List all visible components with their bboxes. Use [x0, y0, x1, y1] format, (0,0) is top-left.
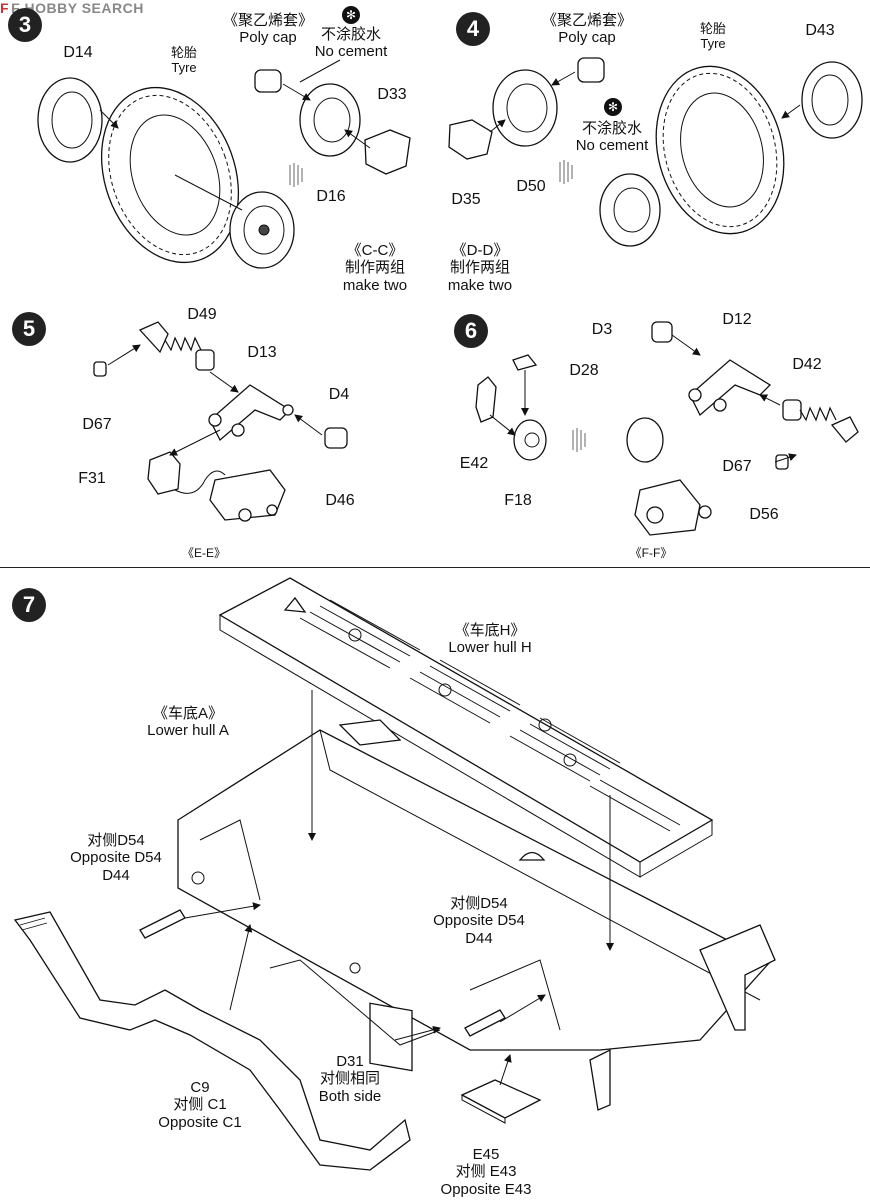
step3-make-cn: 制作两组 [344, 259, 406, 277]
poly-cap-label: 《聚乙烯套》 Poly cap [223, 12, 313, 47]
left-d54-label-en: Opposite D54 [70, 849, 162, 867]
step6-drawing [475, 321, 859, 536]
step3-ref: 《C-C》 制作两组 make two [343, 242, 407, 294]
tyre-label-en: Tyre [171, 59, 197, 75]
tyre-label-4-en: Tyre [700, 35, 726, 51]
step-7-number: 7 [12, 588, 46, 622]
part-label-d67: D67 [82, 416, 112, 433]
part-label-e42: E42 [459, 455, 489, 472]
step3-ref-code: 《C-C》 [346, 242, 404, 259]
part-label-d35: D35 [451, 191, 481, 208]
poly-cap-label-4: 《聚乙烯套》 Poly cap [542, 12, 632, 47]
lower-hull-a-label-en: Lower hull A [147, 722, 229, 740]
c9-part: C9 [190, 1079, 210, 1096]
left-d44-part: D44 [102, 866, 130, 884]
tyre-label-4-cn: 轮胎 [699, 21, 727, 36]
part-label-d49: D49 [187, 306, 217, 323]
step4-ref-code: 《D-D》 [451, 242, 509, 259]
part-label-f31: F31 [78, 470, 106, 487]
step-4-number: 4 [456, 12, 490, 46]
no-cement-label-4-en: No cement [575, 137, 649, 155]
e45-part: E45 [472, 1146, 500, 1163]
step4-drawing [448, 57, 863, 247]
part-label-d67-6: D67 [722, 458, 752, 475]
part-label-d12: D12 [722, 311, 752, 328]
tyre-label: 轮胎 Tyre [170, 45, 198, 76]
c1-label-cn: 对侧 C1 [173, 1096, 227, 1114]
poly-cap-label-cn: 《聚乙烯套》 [222, 12, 314, 29]
part-label-d42: D42 [792, 356, 822, 373]
no-cement-label-cn: 不涂胶水 [320, 26, 382, 43]
tyre-label-4: 轮胎 Tyre [699, 21, 727, 52]
step6-ref: 《F-F》 [629, 546, 673, 560]
step-3-number: 3 [8, 8, 42, 42]
no-cement-label: 不涂胶水 No cement [315, 26, 388, 61]
d31-label-en: Both side [318, 1087, 382, 1105]
right-d44-label: 对侧D54 Opposite D54 D44 [433, 895, 525, 947]
part-label-d43: D43 [805, 22, 835, 39]
no-cement-icon: ✻ [342, 6, 360, 24]
no-cement-label-en: No cement [314, 43, 388, 61]
part-label-d3: D3 [591, 321, 613, 338]
part-label-d14: D14 [63, 44, 93, 61]
part-label-d46: D46 [325, 492, 355, 509]
lower-hull-h-label-cn: 《车底H》 [454, 622, 526, 639]
tyre-label-cn: 轮胎 [170, 45, 198, 60]
right-d44-part: D44 [465, 929, 493, 947]
part-label-d28: D28 [569, 362, 599, 379]
poly-cap-label-en: Poly cap [239, 29, 297, 47]
step5-ref: 《E-E》 [181, 546, 227, 560]
poly-cap-label-4-en: Poly cap [558, 29, 616, 47]
d31-part: D31 [336, 1053, 364, 1070]
step-6-number: 6 [454, 314, 488, 348]
d31-label-cn: 对侧相同 [319, 1070, 381, 1088]
right-d54-label-cn: 对侧D54 [450, 895, 508, 912]
step5-drawing [93, 321, 348, 522]
poly-cap-label-4-cn: 《聚乙烯套》 [541, 12, 633, 29]
no-cement-label-4: 不涂胶水 No cement [576, 120, 649, 155]
e45-label: E45 对侧 E43 Opposite E43 [441, 1146, 532, 1198]
step4-panel [433, 0, 870, 293]
e43-label-en: Opposite E43 [440, 1180, 532, 1198]
c9-label: C9 对侧 C1 Opposite C1 [158, 1079, 241, 1131]
part-label-d50: D50 [516, 178, 546, 195]
part-label-f18: F18 [504, 492, 532, 509]
step4-make-cn: 制作两组 [449, 259, 511, 277]
lower-hull-h-label-en: Lower hull H [448, 639, 532, 657]
step4-ref: 《D-D》 制作两组 make two [448, 242, 512, 294]
d31-label: D31 对侧相同 Both side [319, 1053, 382, 1105]
part-label-d13: D13 [247, 344, 277, 361]
left-d44-label: 对侧D54 Opposite D54 D44 [70, 832, 162, 884]
step3-make-en: make two [342, 276, 408, 294]
part-label-d33: D33 [377, 86, 407, 103]
part-label-d4: D4 [328, 386, 350, 403]
lower-hull-a-label: 《车底A》 Lower hull A [147, 705, 229, 740]
part-label-d16: D16 [316, 188, 346, 205]
lower-hull-a-label-cn: 《车底A》 [152, 705, 223, 722]
no-cement-label-4-cn: 不涂胶水 [581, 120, 643, 137]
e43-label-cn: 对侧 E43 [455, 1163, 517, 1181]
step4-make-en: make two [447, 276, 513, 294]
right-d54-label-en: Opposite D54 [433, 912, 525, 930]
left-d54-label-cn: 对侧D54 [87, 832, 145, 849]
step7-drawing [13, 577, 776, 1171]
part-label-d56: D56 [749, 506, 779, 523]
step-5-number: 5 [12, 312, 46, 346]
step3-drawing [37, 59, 411, 269]
c1-label-en: Opposite C1 [158, 1113, 242, 1131]
lower-hull-h-label: 《车底H》 Lower hull H [448, 622, 531, 657]
no-cement-icon-4: ✻ [604, 98, 622, 116]
